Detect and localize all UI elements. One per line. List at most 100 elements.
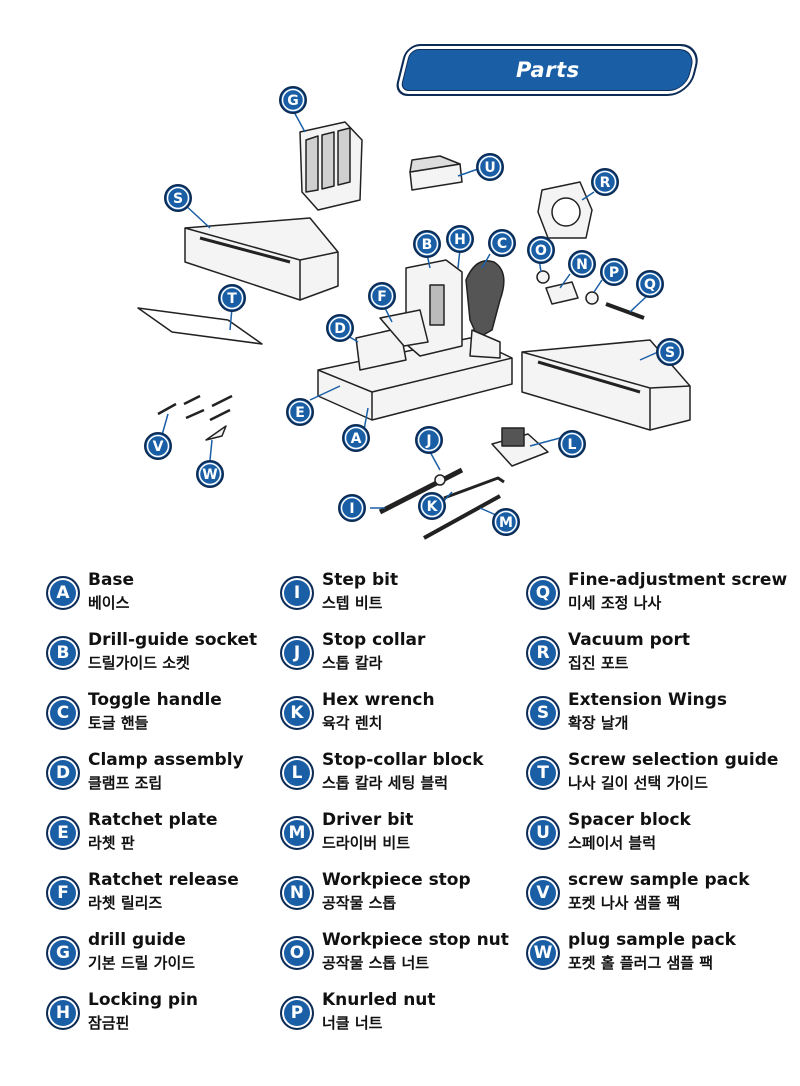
callout-n: N: [568, 250, 596, 278]
callout-letter: V: [153, 439, 164, 455]
callout-p: P: [600, 258, 628, 286]
hex-wrench-illustration: [443, 476, 505, 500]
part-name-korean: 공작물 스톱 너트: [322, 954, 430, 972]
letter-badge: U: [526, 816, 560, 850]
letter-badge: Q: [526, 576, 560, 610]
extension-wing-right-illustration: [521, 339, 691, 431]
part-name-korean: 라쳇 릴리즈: [88, 894, 163, 912]
letter-badge: D: [46, 756, 80, 790]
part-name-english: Stop collar: [322, 630, 426, 650]
callout-e: E: [286, 398, 314, 426]
spacer-block-illustration: [409, 155, 463, 191]
letter-badge: B: [46, 636, 80, 670]
part-name-korean: 나사 길이 선택 가이드: [568, 774, 708, 792]
knurled-nut-illustration: [585, 291, 599, 305]
part-name-korean: 드라이버 비트: [322, 834, 411, 852]
callout-letter: D: [334, 321, 346, 337]
letter-badge: N: [280, 876, 314, 910]
callout-s1: S: [164, 184, 192, 212]
callout-t: T: [218, 284, 246, 312]
callout-letter: T: [227, 291, 237, 307]
letter-badge: W: [526, 936, 560, 970]
part-name-korean: 드릴가이드 소켓: [88, 654, 190, 672]
part-name-english: Hex wrench: [322, 690, 435, 710]
part-name-english: Clamp assembly: [88, 750, 244, 770]
letter-badge: G: [46, 936, 80, 970]
screw-sample-pack-illustration: [157, 394, 233, 422]
callout-f: F: [368, 282, 396, 310]
callout-o: O: [527, 236, 555, 264]
letter-badge: P: [280, 996, 314, 1030]
callout-letter: I: [349, 501, 354, 517]
part-name-korean: 포켓 나사 샘플 팩: [568, 894, 681, 912]
letter-badge: A: [46, 576, 80, 610]
stop-collar-block-illustration: [491, 427, 549, 467]
screw-selection-guide-illustration: [137, 307, 263, 345]
callout-m: M: [492, 508, 520, 536]
callout-letter: F: [377, 289, 387, 305]
callout-letter: L: [568, 437, 577, 453]
letter-badge: T: [526, 756, 560, 790]
part-name-english: Ratchet release: [88, 870, 239, 890]
callout-letter: M: [499, 515, 513, 531]
callout-h: H: [446, 225, 474, 253]
callout-k: K: [418, 492, 446, 520]
part-name-korean: 기본 드릴 가이드: [88, 954, 196, 972]
callout-s2: S: [656, 338, 684, 366]
callout-b: B: [413, 230, 441, 258]
part-name-korean: 스페이서 블럭: [568, 834, 657, 852]
callout-letter: U: [484, 160, 495, 176]
part-name-korean: 잠금핀: [88, 1014, 130, 1032]
toggle-handle-illustration: [465, 260, 505, 359]
letter-badge: C: [46, 696, 80, 730]
vacuum-port-illustration: [537, 181, 593, 239]
part-name-korean: 포켓 홀 플러그 샘플 팩: [568, 954, 714, 972]
part-name-korean: 확장 날개: [568, 714, 629, 732]
letter-badge: V: [526, 876, 560, 910]
callout-letter: C: [497, 236, 507, 252]
part-name-korean: 토글 핸들: [88, 714, 149, 732]
callout-letter: K: [427, 499, 439, 515]
callout-letter: W: [202, 467, 217, 483]
part-name-korean: 육각 렌치: [322, 714, 383, 732]
letter-badge: R: [526, 636, 560, 670]
part-name-english: drill guide: [88, 930, 186, 950]
part-name-english: Spacer block: [568, 810, 691, 830]
callout-letter: S: [665, 345, 675, 361]
callout-d: D: [326, 314, 354, 342]
part-name-korean: 스텝 비트: [322, 594, 383, 612]
driver-bit-illustration: [423, 494, 501, 540]
callout-letter: B: [422, 237, 433, 253]
workpiece-stop-nut-illustration: [536, 270, 550, 284]
callout-letter: H: [454, 232, 466, 248]
drill-guide-socket-illustration: [405, 259, 463, 357]
callout-i: I: [338, 494, 366, 522]
part-name-english: Vacuum port: [568, 630, 690, 650]
letter-badge: L: [280, 756, 314, 790]
callout-letter: G: [287, 93, 299, 109]
part-name-english: Knurled nut: [322, 990, 436, 1010]
callout-letter: E: [295, 405, 305, 421]
callout-w: W: [196, 460, 224, 488]
letter-badge: I: [280, 576, 314, 610]
letter-badge: M: [280, 816, 314, 850]
part-name-english: Base: [88, 570, 135, 590]
part-name-english: Driver bit: [322, 810, 414, 830]
drill-guide-illustration: [299, 121, 363, 211]
letter-badge: F: [46, 876, 80, 910]
part-name-english: Stop-collar block: [322, 750, 484, 770]
callout-v: V: [144, 432, 172, 460]
extension-wing-left-illustration: [184, 217, 339, 301]
letter-badge: E: [46, 816, 80, 850]
callout-letter: O: [535, 243, 547, 259]
callout-letter: Q: [644, 277, 656, 293]
clamp-assembly-illustration: [355, 309, 429, 371]
part-name-english: Locking pin: [88, 990, 199, 1010]
part-name-english: Workpiece stop nut: [322, 930, 509, 950]
callout-j: J: [415, 426, 443, 454]
part-name-english: Drill-guide socket: [88, 630, 258, 650]
letter-badge: S: [526, 696, 560, 730]
part-name-korean: 너클 너트: [322, 1014, 383, 1032]
